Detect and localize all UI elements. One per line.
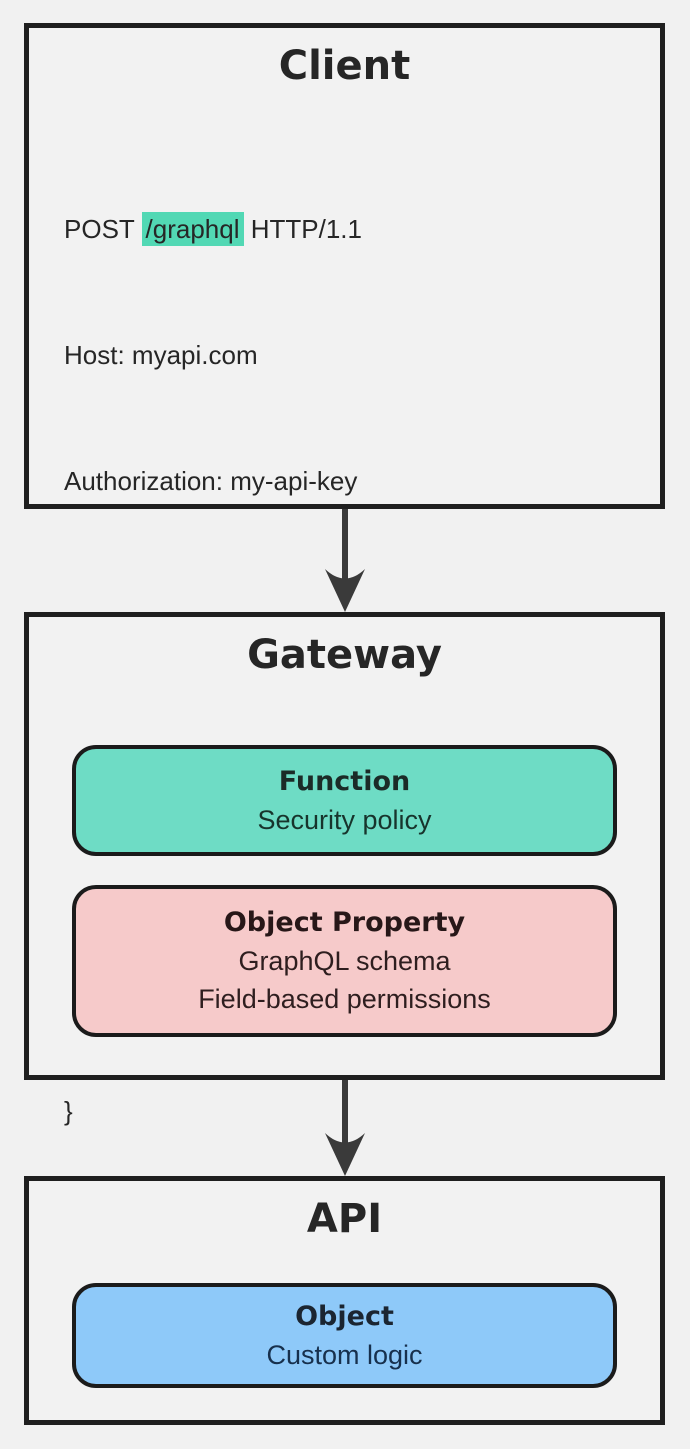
api-panel-title: API (306, 1196, 383, 1242)
gateway-panel: Gateway Function Security policy Object … (24, 612, 665, 1080)
gateway-panel-title: Gateway (247, 632, 442, 678)
object-property-box-line-2: Field-based permissions (198, 984, 491, 1014)
arrow-client-to-gateway (325, 509, 365, 612)
request-method: POST (64, 214, 142, 244)
object-property-box-title: Object Property (223, 907, 466, 938)
function-box-title: Function (278, 765, 411, 797)
api-panel: API Object Custom logic (24, 1176, 665, 1425)
function-box-line: Security policy (257, 804, 432, 835)
host-line: Host: myapi.com (64, 340, 258, 370)
authorization-line: Authorization: my-api-key (64, 466, 358, 496)
request-protocol: HTTP/1.1 (243, 214, 362, 244)
graphql-path-highlight: /graphql (141, 212, 244, 246)
arrow-gateway-to-api (325, 1080, 365, 1176)
object-box-line: Custom logic (266, 1339, 423, 1370)
object-box: Object Custom logic (72, 1283, 617, 1388)
request-line: POST /graphql HTTP/1.1 (64, 208, 660, 250)
object-property-box-line-1: GraphQL schema (238, 946, 451, 976)
client-panel: Client POST /graphql HTTP/1.1 Host: myap… (24, 23, 665, 1126)
client-panel-title: Client (278, 43, 411, 89)
function-box: Function Security policy (72, 745, 617, 856)
object-property-box: Object Property GraphQL schema Field-bas… (72, 885, 617, 1037)
object-box-title: Object (295, 1300, 394, 1332)
json-close-brace: } (64, 1096, 73, 1126)
